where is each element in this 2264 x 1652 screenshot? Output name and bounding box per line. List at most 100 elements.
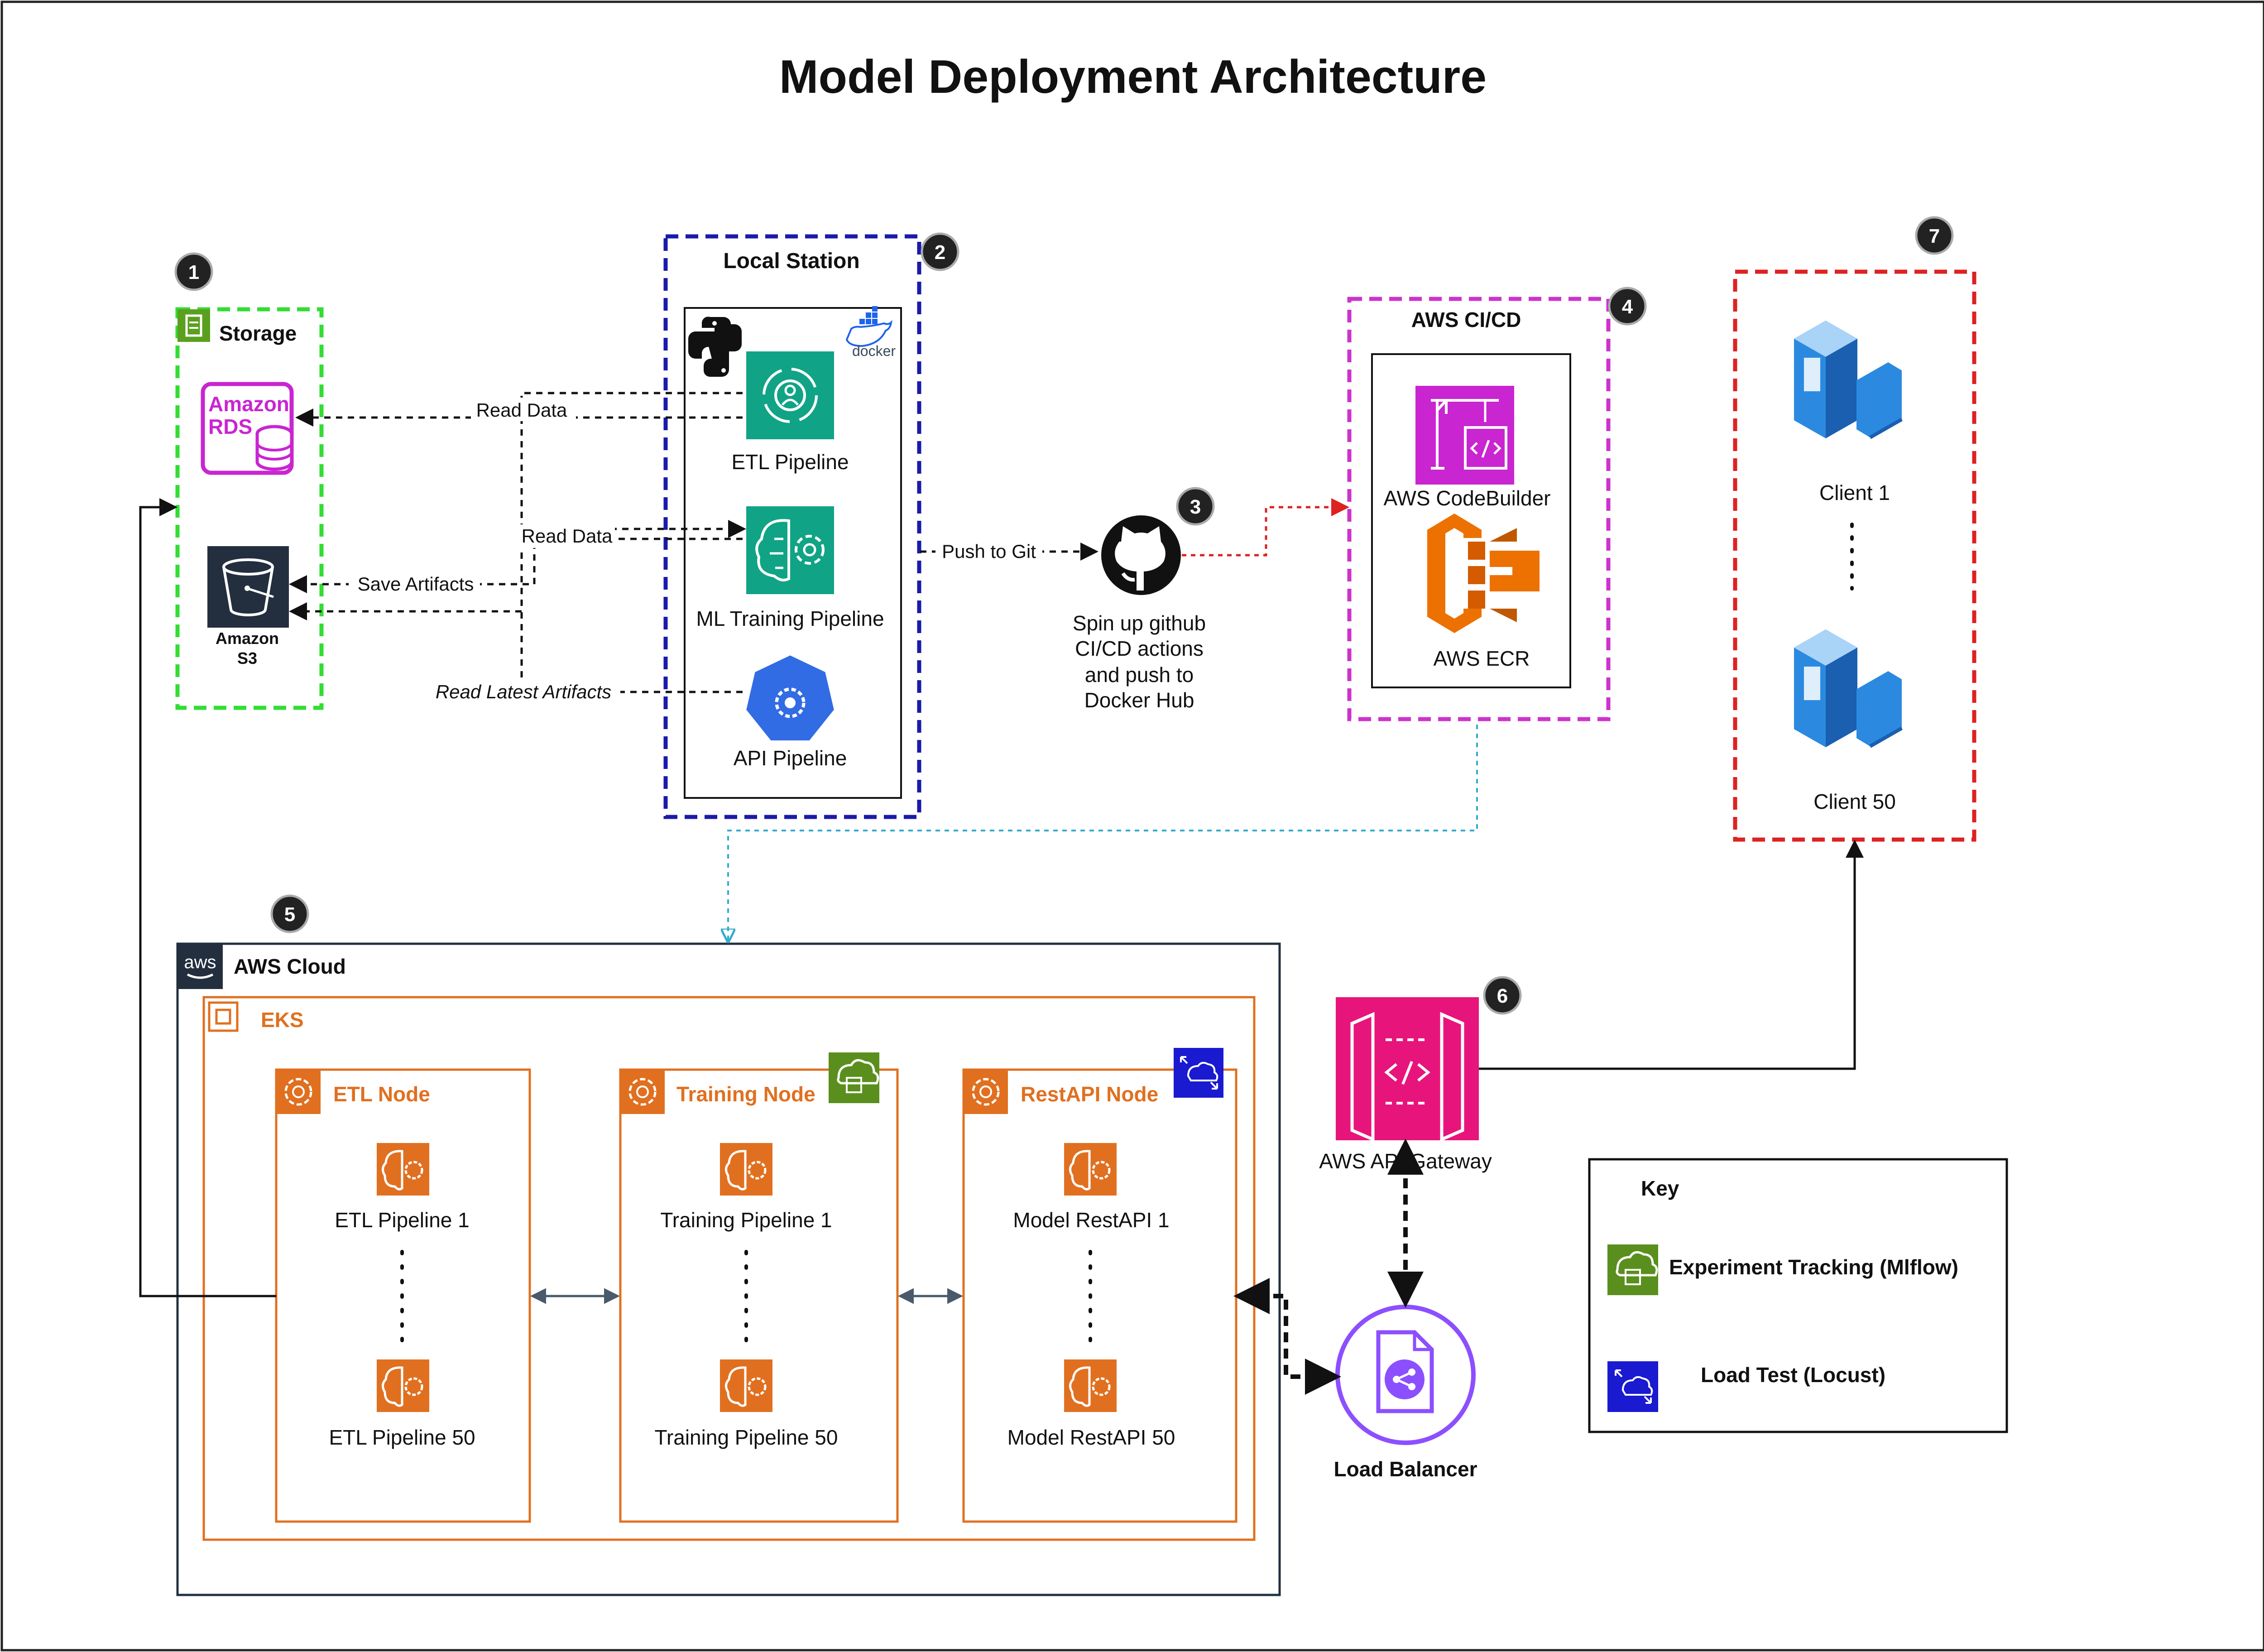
training-pipeline-50-icon	[720, 1359, 772, 1412]
github-caption-1: Spin up github	[1073, 611, 1206, 635]
etl-pipeline-icon	[746, 351, 834, 439]
badge-6: 6	[1483, 976, 1522, 1015]
training-pipeline-1-label: Training Pipeline 1	[660, 1208, 832, 1232]
client-50-label: Client 50	[1813, 790, 1896, 813]
local-station-inner	[684, 307, 902, 799]
s3-label-2: S3	[237, 649, 257, 668]
training-pipeline-50-label: Training Pipeline 50	[655, 1426, 838, 1449]
edge-read-latest	[520, 611, 743, 693]
svg-text:6: 6	[1497, 985, 1508, 1007]
ml-training-pipeline-icon	[746, 506, 834, 594]
aws-cloud-container	[176, 942, 1281, 1596]
s3-icon	[207, 546, 289, 628]
locust-icon	[1174, 1048, 1223, 1098]
s3-label-1: Amazon	[216, 629, 279, 648]
badge-4: 4	[1608, 287, 1647, 326]
mlflow-icon	[829, 1052, 879, 1103]
etl-node-title: ETL Node	[333, 1082, 430, 1106]
edge-etl-node-to-storage	[139, 498, 276, 1297]
storage-title: Storage	[219, 322, 297, 345]
etl-pipeline-50-label: ETL Pipeline 50	[329, 1426, 475, 1449]
client-50-icon	[1794, 629, 1903, 748]
label-read-data-2: Read Data	[522, 525, 613, 547]
badge-5: 5	[270, 894, 309, 933]
edge-gateway-to-clients	[1479, 840, 1864, 1070]
svg-text:1: 1	[188, 261, 199, 283]
badge-2: 2	[921, 232, 959, 271]
codebuilder-label: AWS CodeBuilder	[1383, 486, 1550, 510]
key-mlflow-icon	[1607, 1244, 1658, 1295]
ml-training-pipeline-label: ML Training Pipeline	[696, 607, 884, 630]
svg-text:3: 3	[1190, 496, 1201, 518]
client-1-icon	[1794, 321, 1903, 439]
load-balancer-label: Load Balancer	[1334, 1457, 1477, 1481]
edge-to-s3-lower	[289, 529, 523, 620]
api-pipeline-icon	[743, 652, 837, 743]
svg-text:aws: aws	[184, 952, 216, 972]
training-pipeline-1-icon	[720, 1143, 772, 1196]
storage-container	[175, 307, 324, 710]
aws-logo-icon: aws	[177, 944, 223, 989]
docker-label: docker	[852, 343, 896, 359]
aws-cloud-title: AWS Cloud	[234, 955, 346, 978]
api-pipeline-label: API Pipeline	[734, 746, 847, 770]
eks-container	[202, 996, 1256, 1541]
etl-pipeline-1-label: ETL Pipeline 1	[335, 1208, 469, 1232]
aws-cicd-group: AWS CI/CD AWS CodeBuilder AWS ECR	[1347, 297, 1611, 721]
svg-text:7: 7	[1929, 225, 1940, 247]
label-read-data-1: Read Data	[476, 399, 567, 421]
training-node-brain-icon	[620, 1070, 665, 1114]
storage-group: Storage Amazon RDS Amazon S3	[175, 307, 324, 710]
aws-cicd-title: AWS CI/CD	[1411, 308, 1521, 331]
svg-text:4: 4	[1622, 296, 1633, 318]
aws-cicd-container	[1347, 297, 1611, 721]
restapi-node-brain-icon	[964, 1070, 1008, 1114]
clients-group: Client 1 Client 50	[1733, 269, 1976, 842]
edges	[139, 392, 1864, 1395]
client-1-label: Client 1	[1819, 481, 1890, 504]
badges: 1 2 3 4 5 6 7	[174, 216, 1954, 1015]
model-restapi-1-label: Model RestAPI 1	[1013, 1208, 1169, 1232]
training-node: Training Node Training Pipeline 1 Traini…	[619, 1052, 899, 1523]
etl-pipeline-50-icon	[377, 1359, 429, 1412]
edge-cicd-to-cloud	[728, 725, 1478, 940]
python-icon	[688, 317, 742, 377]
model-restapi-50-label: Model RestAPI 50	[1007, 1426, 1175, 1449]
badge-7: 7	[1915, 216, 1954, 255]
github-caption-2: CI/CD actions	[1075, 637, 1204, 660]
badge-1: 1	[174, 252, 213, 291]
svg-text:Amazon: Amazon	[208, 392, 289, 416]
model-restapi-50-icon	[1064, 1359, 1117, 1412]
storage-icon	[177, 309, 210, 342]
api-gateway-icon	[1336, 997, 1479, 1142]
label-push-to-git: Push to Git	[942, 541, 1036, 562]
github-caption-3: and push to	[1085, 663, 1194, 687]
etl-pipeline-label: ETL Pipeline	[731, 450, 849, 474]
local-station-title: Local Station	[723, 249, 859, 273]
key-locust-label: Load Test (Locust)	[1701, 1363, 1885, 1387]
model-restapi-1-icon	[1064, 1143, 1117, 1196]
training-node-title: Training Node	[676, 1082, 815, 1106]
svg-text:5: 5	[284, 903, 295, 926]
badge-3: 3	[1176, 487, 1215, 526]
label-read-latest: Read Latest Artifacts	[436, 681, 611, 702]
codebuilder-icon	[1415, 386, 1514, 485]
diagram-title: Model Deployment Architecture	[779, 51, 1487, 103]
key-title: Key	[1641, 1177, 1679, 1200]
etl-node-brain-icon	[276, 1070, 321, 1114]
edge-github-to-cicd	[1182, 498, 1349, 557]
ecr-label: AWS ECR	[1434, 647, 1530, 670]
restapi-node-title: RestAPI Node	[1021, 1082, 1158, 1106]
svg-text:RDS: RDS	[208, 415, 252, 438]
svg-text:2: 2	[935, 241, 945, 264]
key-legend: Key Experiment Tracking (Mlflow) Load Te…	[1588, 1158, 2008, 1433]
github-caption-4: Docker Hub	[1084, 688, 1194, 712]
eks-chip-icon	[208, 1001, 239, 1032]
rds-icon: Amazon RDS	[201, 382, 294, 475]
github-icon	[1101, 515, 1181, 595]
ecr-icon	[1427, 514, 1540, 633]
aws-cicd-inner	[1371, 353, 1571, 688]
key-mlflow-label: Experiment Tracking (Mlflow)	[1669, 1255, 1958, 1279]
etl-pipeline-1-icon	[377, 1143, 429, 1196]
